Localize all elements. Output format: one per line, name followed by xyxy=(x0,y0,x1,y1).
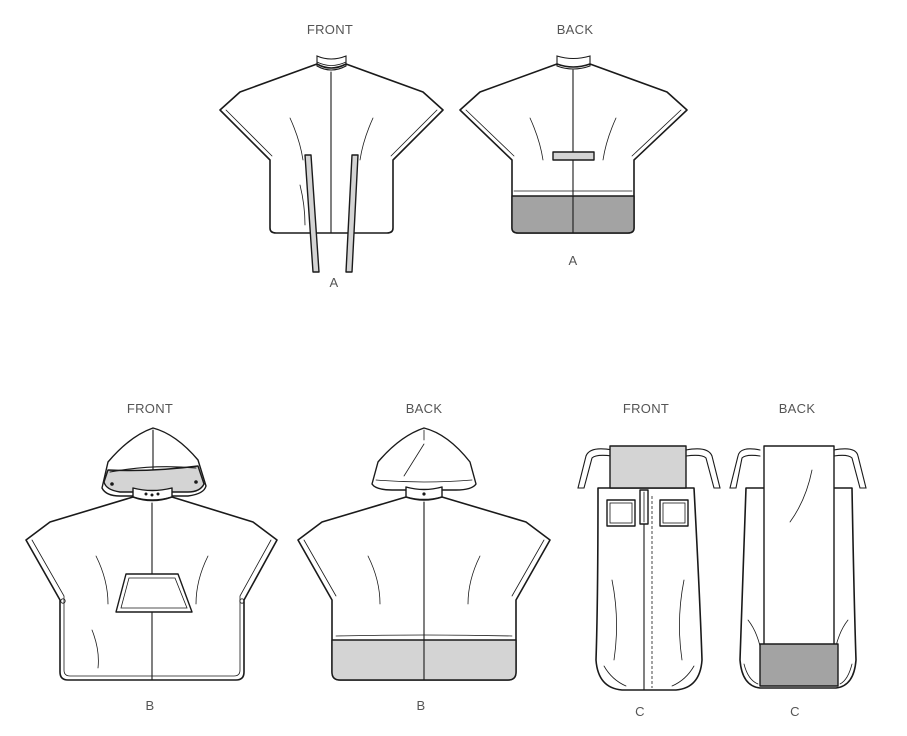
view-b-front-hood-lining xyxy=(103,465,205,493)
view-a-back-collar xyxy=(556,55,591,70)
view-c-back: BACK C xyxy=(729,401,867,719)
view-b-front-fold-l2 xyxy=(91,629,99,669)
view-c-back-view-label: C xyxy=(790,704,800,719)
view-b-front-title: FRONT xyxy=(127,401,173,416)
view-a-front-collar xyxy=(316,55,347,71)
view-c-back-drawstring-right xyxy=(833,448,867,489)
view-a-back-hem-inner xyxy=(465,109,682,157)
view-c-front-title: FRONT xyxy=(623,401,669,416)
view-c-front-corner-r xyxy=(671,665,695,687)
view-a-front-tie-left xyxy=(304,154,320,273)
view-b-front-fold-r xyxy=(195,555,209,605)
view-b-back: BACK B xyxy=(297,401,551,713)
view-b-front-collar-snap-1 xyxy=(144,492,148,496)
view-c-front-pocket-right-stitch xyxy=(662,502,686,524)
view-b-back-fold-r xyxy=(467,555,481,605)
view-c-front-corner-l xyxy=(603,665,627,687)
view-b-front-pocket-stitch xyxy=(120,577,188,609)
view-a-back-title: BACK xyxy=(557,22,594,37)
view-c-back-center-panel xyxy=(763,445,835,647)
view-c-front-pocket-right xyxy=(659,499,689,527)
view-c-front-fold-r xyxy=(679,579,685,661)
view-c-front-pocket-left-stitch xyxy=(609,502,633,524)
view-c-front-pocket-left xyxy=(606,499,636,527)
view-b-back-hood-inner xyxy=(375,479,473,483)
view-b-back-view-label: B xyxy=(417,698,426,713)
view-a-front-tie-right xyxy=(345,154,359,273)
view-c-back-corner-r xyxy=(839,663,853,685)
view-b-front-fold-l xyxy=(95,555,109,605)
view-c-front-view-label: C xyxy=(635,704,645,719)
view-b-front: FRONT B xyxy=(25,401,278,713)
view-c-front-body xyxy=(595,487,703,691)
view-c-front-drawstring-right xyxy=(685,448,721,489)
view-c-back-side-fold-l xyxy=(747,619,761,647)
view-a-front-fold-l2 xyxy=(299,184,306,226)
view-a-front-title: FRONT xyxy=(307,22,353,37)
view-c-back-panel-fold xyxy=(789,469,813,523)
view-a-back-view-label: A xyxy=(569,253,578,268)
view-a-front-hem-inner xyxy=(225,109,438,157)
view-b-back-hood-fold xyxy=(403,443,425,477)
view-b-front-view-label: B xyxy=(146,698,155,713)
view-c-back-title: BACK xyxy=(779,401,816,416)
view-a-front-view-label: A xyxy=(330,275,339,290)
view-b-front-collar-snap-3 xyxy=(156,492,160,496)
view-a-front-collar-seam xyxy=(316,61,347,66)
view-b-front-snap-left xyxy=(60,598,66,604)
view-b-back-title: BACK xyxy=(406,401,443,416)
view-a-front: FRONT A xyxy=(219,22,444,290)
view-c-back-corner-l xyxy=(743,663,759,685)
view-b-back-band-seam xyxy=(335,634,513,637)
view-c-front-drawstring-left xyxy=(577,448,613,489)
view-b-back-fold-l xyxy=(367,555,381,605)
view-c-back-contrast-base xyxy=(759,643,839,687)
view-b-back-hem-inner xyxy=(303,539,545,597)
view-b-front-snap-right xyxy=(239,598,245,604)
view-a-back-fold-l xyxy=(529,117,544,161)
view-b-back-collar-snap xyxy=(422,492,426,496)
view-c-back-drawstring-left xyxy=(729,448,761,489)
view-c-front-top-band xyxy=(609,445,687,489)
view-b-front-collar-snap-2 xyxy=(150,493,154,497)
view-c-front-fold-l xyxy=(611,579,617,661)
view-a-back-strap xyxy=(552,151,595,161)
view-a-back: BACK A xyxy=(459,22,688,268)
view-b-front-hood-snap-r xyxy=(194,480,198,484)
view-c-front: FRONT C xyxy=(577,401,721,719)
view-a-front-fold-r xyxy=(359,117,374,161)
view-a-back-fold-r xyxy=(602,117,617,161)
view-a-front-fold-l xyxy=(289,117,304,161)
view-b-front-kangaroo-pocket xyxy=(115,573,193,613)
view-b-front-hood-snap-l xyxy=(110,482,114,486)
